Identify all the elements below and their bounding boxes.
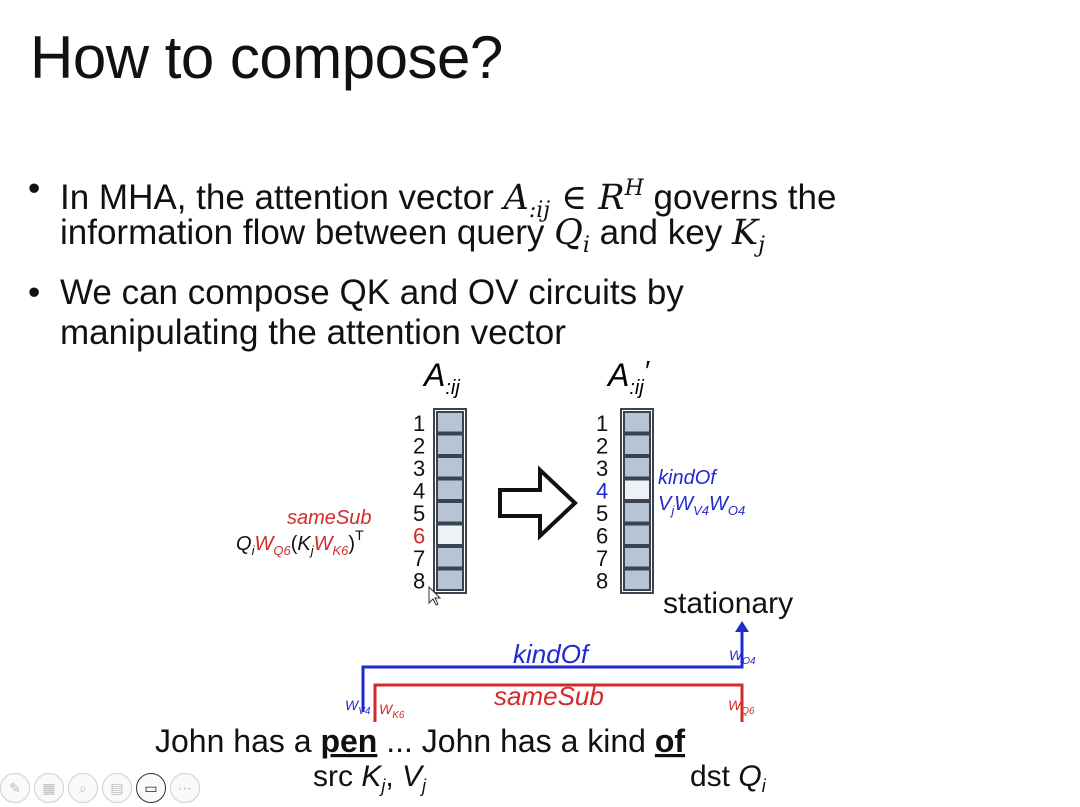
math-a: A:ij ∈ RH (503, 176, 644, 223)
vector-index: 6 (413, 524, 425, 549)
vector-cell (436, 546, 464, 569)
bullet-line: We can compose QK and OV circuits by (60, 273, 684, 312)
bullet-text: and key (589, 213, 732, 252)
bullet-text: In MHA, the attention vector (60, 178, 504, 217)
math-symbol: ∈ R (550, 178, 625, 218)
vector-cell (436, 478, 464, 501)
vector-cell (623, 568, 651, 591)
samesub-bracket-label: sameSub (494, 681, 604, 711)
kindof-bracket (361, 652, 744, 712)
math-sup: H (624, 176, 644, 201)
kindof-label: kindOf (658, 467, 718, 489)
vector-index: 8 (596, 569, 608, 594)
vector-cell (436, 523, 464, 546)
vector-cell (623, 546, 651, 569)
math-symbol: K (731, 213, 759, 253)
vector-index: 2 (413, 434, 425, 459)
bullet-dot: • (28, 273, 41, 312)
vector-index: 1 (413, 411, 425, 436)
vector-cell (436, 411, 464, 434)
output-arrow-head-icon (735, 621, 749, 632)
vector-index: 5 (596, 501, 608, 526)
math-k: Kj (731, 213, 765, 258)
mouse-cursor-icon (428, 585, 442, 606)
right-vector-label: A:ij′ (606, 355, 651, 399)
math-sub: j (758, 233, 765, 258)
math-sub: i (582, 233, 590, 258)
math-symbol: Q (554, 213, 583, 253)
vector-cell (623, 433, 651, 456)
vector-index: 4 (596, 479, 608, 504)
samesub-bracket (373, 683, 744, 722)
stationary-label: stationary (663, 587, 793, 620)
math-sub: :ij (528, 198, 551, 223)
vector-cell (436, 433, 464, 456)
slide-title: How to compose? (30, 24, 503, 91)
bullet-line: manipulating the attention vector (60, 313, 566, 352)
zoom-icon[interactable]: ⌕ (68, 773, 98, 803)
vector-index: 7 (596, 546, 608, 571)
samesub-label: sameSub (287, 507, 372, 529)
w-k6-label: WK6 (379, 701, 405, 721)
src-label: src Kj, Vj (313, 760, 427, 796)
vector-cell (436, 568, 464, 591)
vector-index: 7 (413, 546, 425, 571)
w-o4-label: WO4 (729, 647, 756, 667)
vector-index: 2 (596, 434, 608, 459)
more-icon[interactable]: ⋯ (170, 773, 200, 803)
right-attention-vector (620, 408, 654, 594)
ov-expression: VjWV4WO4 (658, 493, 745, 518)
math-symbol: A (503, 178, 529, 218)
dst-label: dst Qi (690, 760, 767, 796)
bullet-dot: • (28, 169, 41, 208)
bullet-line: In MHA, the attention vector A:ij ∈ RH g… (60, 168, 836, 232)
math-q: Qi (554, 213, 590, 258)
w-v4-label: WV4 (345, 697, 371, 717)
vector-index: 3 (596, 456, 608, 481)
vector-cell (623, 523, 651, 546)
kindof-bracket-label: kindOf (513, 639, 591, 669)
vector-frame (433, 408, 467, 594)
vector-frame (620, 408, 654, 594)
example-sentence: John has a pen ... John has a kind of (155, 723, 685, 759)
vector-cell (436, 501, 464, 524)
left-attention-vector (433, 408, 467, 594)
vector-index: 8 (413, 569, 425, 594)
vector-cell (623, 411, 651, 434)
vector-index: 3 (413, 456, 425, 481)
bullet-text: governs the (643, 178, 837, 217)
w-q6-label: WQ6 (728, 697, 755, 717)
slides-icon[interactable]: ▦ (34, 773, 64, 803)
vector-cell (436, 456, 464, 479)
camera-icon[interactable]: ▭ (136, 773, 166, 803)
presenter-toolbar: ✎ ▦ ⌕ ▤ ▭ ⋯ (0, 773, 200, 805)
vector-cell (623, 501, 651, 524)
bullet-text: information flow between query (60, 213, 555, 252)
vector-index: 6 (596, 524, 608, 549)
vector-index: 5 (413, 501, 425, 526)
bullet-line: information flow between query Qi and ke… (60, 212, 765, 267)
transform-arrow-icon (498, 465, 578, 541)
subtitle-icon[interactable]: ▤ (102, 773, 132, 803)
vector-cell (623, 456, 651, 479)
vector-index: 1 (596, 411, 608, 436)
vector-index: 4 (413, 479, 425, 504)
left-vector-label: A:ij (422, 357, 460, 399)
qk-expression: QiWQ6(KjWK6)T (236, 527, 364, 558)
pen-icon[interactable]: ✎ (0, 773, 30, 803)
vector-cell (623, 478, 651, 501)
